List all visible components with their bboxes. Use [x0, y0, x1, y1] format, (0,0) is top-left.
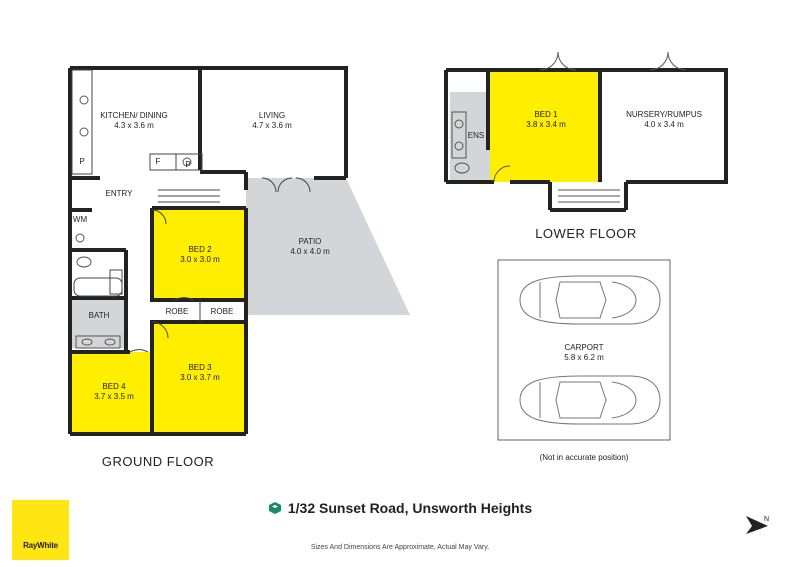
carport-dim: 5.8 x 6.2 m — [564, 353, 604, 362]
brand-text: RayWhite — [23, 541, 58, 550]
bed3-fill — [152, 322, 245, 432]
bed2-name: BED 2 — [188, 245, 212, 254]
ray-white-logo-icon — [268, 502, 281, 514]
bed4-dim: 3.7 x 3.5 m — [94, 392, 134, 401]
entry-label: ENTRY — [106, 189, 134, 198]
lower-thin-lines — [451, 51, 687, 203]
svg-text:N: N — [764, 516, 769, 523]
pantry-label-right: P — [185, 160, 190, 169]
bath-label: BATH — [89, 311, 110, 320]
bath-fill — [72, 300, 124, 348]
bed1-dim: 3.8 x 3.4 m — [526, 120, 566, 129]
car-top-icon — [519, 275, 661, 325]
kitchen-dim: 4.3 x 3.6 m — [114, 121, 154, 130]
living-dim: 4.7 x 3.6 m — [252, 121, 292, 130]
patio-area — [246, 178, 410, 315]
living-name: LIVING — [259, 111, 285, 120]
ground-walls — [68, 66, 348, 436]
ens-label: ENS — [468, 131, 484, 140]
carport-outline — [497, 259, 671, 441]
pantry-label-left: P — [79, 157, 84, 166]
north-arrow-icon: N — [746, 516, 769, 534]
bed4-fill — [71, 352, 153, 432]
ground-thin-lines — [71, 69, 311, 353]
bed2-fill — [152, 208, 245, 300]
property-address: 1/32 Sunset Road, Unsworth Heights — [0, 500, 800, 516]
lower-walls — [444, 68, 728, 212]
car-bottom-icon — [519, 375, 661, 425]
kitchen-name: KITCHEN/ DINING — [100, 111, 168, 120]
nursery-name: NURSERY/RUMPUS — [626, 110, 702, 119]
fridge-label: F — [156, 157, 161, 166]
patio-dim: 4.0 x 4.0 m — [290, 247, 330, 256]
nursery-dim: 4.0 x 3.4 m — [644, 120, 684, 129]
bed1-fill — [488, 70, 600, 182]
ground-fixtures — [75, 95, 192, 349]
bed3-name: BED 3 — [188, 363, 212, 372]
ground-floor-caption: GROUND FLOOR — [102, 454, 214, 469]
wm-label: WM — [73, 215, 88, 224]
patio-name: PATIO — [299, 237, 322, 246]
carport-name: CARPORT — [565, 343, 604, 352]
ray-white-badge: RayWhite — [12, 500, 69, 560]
bed1-name: BED 1 — [534, 110, 558, 119]
disclaimer: Sizes And Dimensions Are Approximate, Ac… — [310, 544, 490, 551]
robe-label-left: ROBE — [166, 307, 189, 316]
robe-label-right: ROBE — [211, 307, 234, 316]
address-text: 1/32 Sunset Road, Unsworth Heights — [287, 500, 533, 516]
bed3-dim: 3.0 x 3.7 m — [180, 373, 220, 382]
bed4-name: BED 4 — [102, 382, 126, 391]
lower-floor-caption: LOWER FLOOR — [535, 226, 637, 241]
carport-note: (Not in accurate position) — [540, 453, 629, 462]
bed2-dim: 3.0 x 3.0 m — [180, 255, 220, 264]
